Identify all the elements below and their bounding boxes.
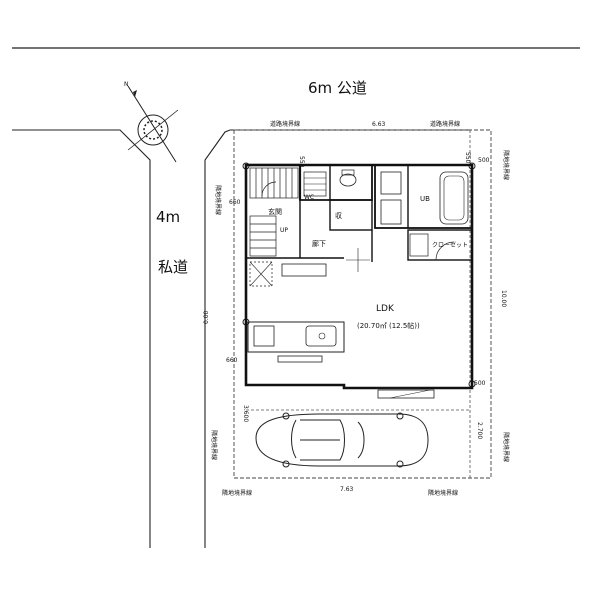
bath-block-walls (374, 164, 473, 229)
toilet-icon (339, 173, 357, 187)
bathtub-inner (443, 175, 465, 221)
dim-3600: 3.600 (242, 405, 249, 422)
deck (377, 389, 435, 399)
sink-drain (318, 332, 326, 340)
washbasin (380, 199, 402, 225)
dim-660-left: 660 (229, 199, 241, 206)
storage-label: 収 (335, 212, 342, 220)
bottom-left-boundary-label: 隣地境界線 (222, 489, 252, 497)
left-dimension: 0.00 (203, 310, 210, 324)
road-boundary-left-label: 道路境界線 (270, 120, 300, 128)
car-icon (255, 412, 429, 468)
public-road-label: 6m 公道 (308, 79, 367, 97)
road-frontage-dim: 6.63 (372, 121, 386, 128)
dim-660-mid: 660 (226, 357, 238, 364)
right-dimension: 10.00 (500, 290, 507, 307)
stove (253, 325, 275, 347)
deck-line (389, 389, 431, 399)
tv-cabinet (281, 263, 327, 277)
storage-unit-x (249, 261, 273, 287)
dim-550-top: 550 (298, 156, 305, 168)
compass-icon (127, 85, 179, 163)
bathtub (439, 171, 469, 225)
dim-500-top-right: 500 (478, 157, 490, 164)
fridge (409, 233, 429, 257)
up-label: UP (280, 227, 288, 234)
dim-500-bottom-right: 500 (474, 380, 486, 387)
bath-label: UB (420, 195, 430, 203)
private-road-name: 私道 (158, 258, 188, 276)
storage-room (329, 199, 373, 231)
left-neighbor-boundary-label: 隣地境界線 (214, 185, 222, 215)
toilet-tank (341, 169, 355, 176)
left-lower-boundary-label: 隣地境界線 (210, 430, 218, 460)
closet-door-arc (435, 241, 455, 261)
bottom-dimension: 7.63 (340, 486, 354, 493)
closet-label: クローゼット (432, 241, 468, 249)
washing-machine (380, 171, 402, 195)
road-boundary-right-label: 道路境界線 (430, 120, 460, 128)
ldk-label: LDK (376, 304, 395, 314)
dim-550-right: 550 (464, 152, 471, 164)
entrance-label: 玄関 (268, 207, 282, 216)
toilet-label: WC (304, 194, 314, 201)
hallway-label: 廊下 (312, 239, 326, 248)
ldk-area-label: (20.70㎡ (12.5帖)) (357, 321, 420, 330)
counter-shelf (277, 355, 323, 363)
dim-2700: 2.700 (476, 422, 483, 439)
bottom-right-boundary-label: 隣地境界線 (428, 489, 458, 497)
building-outline (244, 163, 474, 390)
kitchen-counter (247, 321, 345, 353)
entrance-door-arc (261, 181, 277, 197)
right-lower-boundary-label: 隣地境界線 (502, 432, 510, 462)
toilet-stair-treads (304, 177, 326, 191)
right-upper-boundary-label: 隣地境界線 (502, 150, 510, 180)
storage-unit (249, 261, 273, 287)
lot-boundary (233, 129, 492, 479)
kitchen-sink (305, 325, 337, 347)
closet-walls (407, 229, 473, 261)
compass-north: N (124, 81, 129, 88)
staircase (249, 167, 299, 257)
private-road-width: 4m (156, 208, 180, 226)
